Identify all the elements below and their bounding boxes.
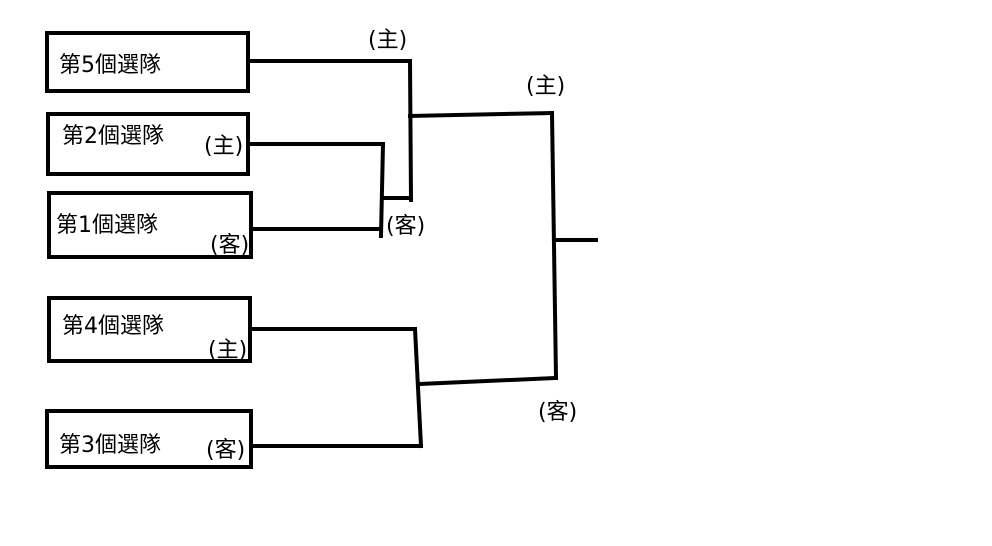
final-away-label: (客) — [538, 400, 578, 425]
line-match-4v3-vertical — [412, 326, 424, 449]
team-box-1: 第1個選隊 (客) — [47, 191, 253, 259]
team-name: 第1個選隊 — [56, 213, 158, 238]
team-name: 第2個選隊 — [62, 124, 164, 149]
line-match-5vw-vertical — [407, 58, 414, 203]
line-final-vertical — [549, 110, 559, 381]
r2-home-label: (主) — [368, 28, 408, 53]
team-box-3: 第3個選隊 (客) — [45, 409, 253, 469]
home-tag: (主) — [204, 134, 244, 159]
team-box-4: 第4個選隊 (主) — [47, 296, 252, 363]
home-tag: (主) — [208, 338, 248, 363]
away-tag: (客) — [206, 438, 246, 463]
team-name: 第3個選隊 — [59, 433, 161, 458]
line-semi-top-out — [407, 110, 555, 119]
final-home-label: (主) — [526, 74, 566, 99]
team-name: 第5個選隊 — [59, 53, 161, 78]
team-box-5: 第5個選隊 — [45, 31, 250, 93]
line-semi-bottom-out — [416, 375, 559, 387]
r1-away-label: (客) — [386, 214, 426, 239]
line-match-2v1-vertical — [378, 141, 386, 239]
away-tag: (客) — [210, 233, 250, 258]
team-name: 第4個選隊 — [62, 314, 164, 339]
team-box-2: 第2個選隊 (主) — [46, 112, 250, 176]
